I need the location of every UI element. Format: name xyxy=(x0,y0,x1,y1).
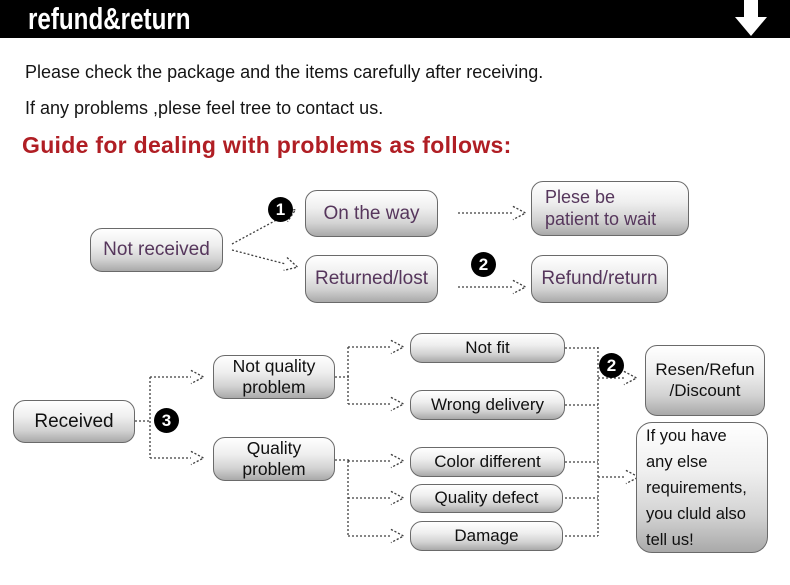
node-color-different: Color different xyxy=(410,447,565,477)
badge-1-circle: 1 xyxy=(268,197,293,222)
flow2-arrows xyxy=(135,347,638,536)
node-wrong-delivery: Wrong delivery xyxy=(410,390,565,420)
badge-2-circle: 2 xyxy=(599,353,624,378)
node-other-requirements-note: If you have any else requirements, you c… xyxy=(636,422,768,553)
title-banner: refund&return xyxy=(0,0,790,38)
badge-2-circle: 2 xyxy=(471,252,496,277)
node-quality-defect: Quality defect xyxy=(410,484,563,513)
intro-line-1: Please check the package and the items c… xyxy=(25,62,544,82)
node-refund-return: Refund/return xyxy=(531,255,668,303)
flow1-arrows xyxy=(231,210,525,287)
node-on-the-way: On the way xyxy=(305,190,438,237)
node-not-fit: Not fit xyxy=(410,333,565,363)
down-arrow-icon xyxy=(735,17,767,36)
banner-title: refund&return xyxy=(28,1,191,36)
node-resend-refund-discount: Resen/Refun /Discount xyxy=(645,345,765,416)
node-returned-lost: Returned/lost xyxy=(305,255,438,303)
node-please-be-patient: Plese be patient to wait xyxy=(531,181,689,236)
node-received: Received xyxy=(13,400,135,443)
node-damage: Damage xyxy=(410,521,563,551)
guide-heading: Guide for dealing with problems as follo… xyxy=(22,132,512,158)
node-not-quality-problem: Not quality problem xyxy=(213,355,335,399)
node-quality-problem: Quality problem xyxy=(213,437,335,481)
node-not-received: Not received xyxy=(90,228,223,272)
intro-line-2: If any problems ,plese feel tree to cont… xyxy=(25,98,384,118)
badge-3-circle: 3 xyxy=(154,408,179,433)
down-arrow-icon xyxy=(744,0,758,18)
